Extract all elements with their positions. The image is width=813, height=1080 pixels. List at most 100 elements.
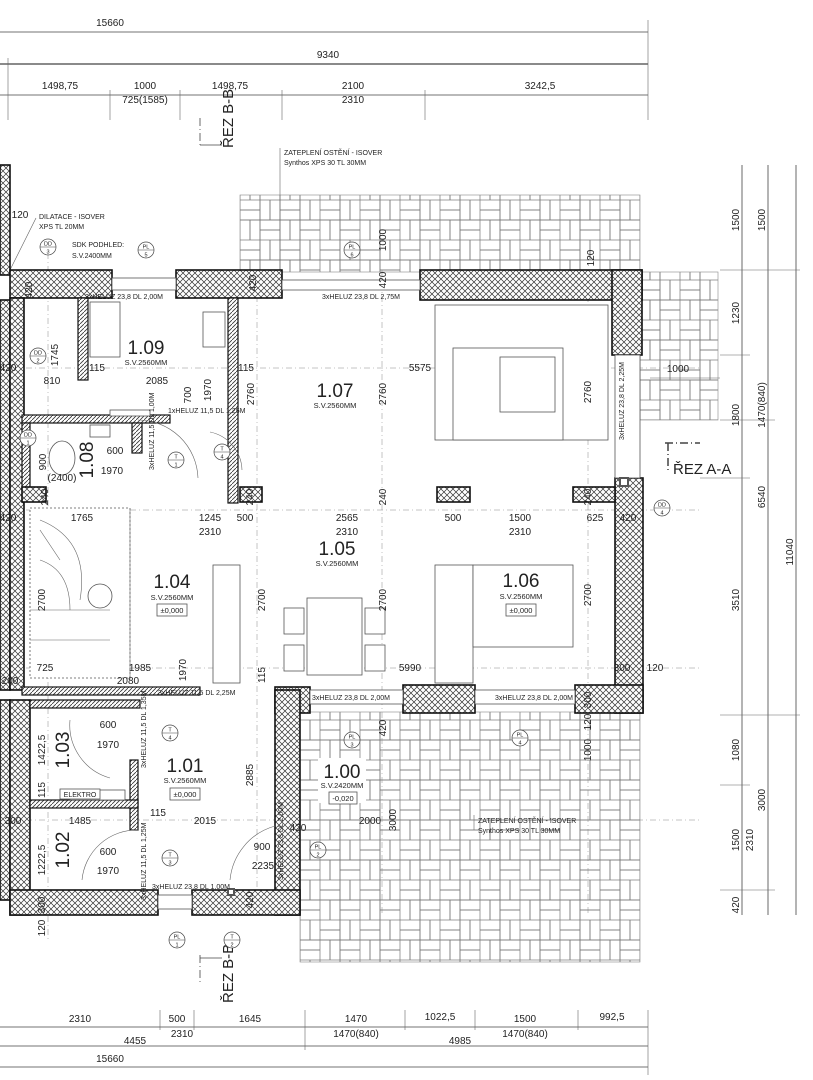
interior-walls <box>21 297 616 831</box>
dim-label: 2015 <box>194 816 217 827</box>
marker-top: PL <box>349 245 356 251</box>
room-height: S.V.2560MM <box>500 592 543 601</box>
dim-total-width: 15660 <box>96 1054 124 1065</box>
section-b-bottom: ŘEZ B-B <box>199 944 237 1003</box>
room-level: ±0,000 <box>510 606 533 615</box>
dim-label: 300 <box>614 663 631 674</box>
dim-label: 2000 <box>359 816 382 827</box>
dim-label: 2760 <box>583 380 594 403</box>
dim-label: 1970 <box>97 866 120 877</box>
dim-label: 900 <box>38 453 49 470</box>
dim-label: 11040 <box>785 538 796 566</box>
dim-label: 1500 <box>509 513 532 524</box>
neighbour-wall <box>0 699 11 901</box>
dim-label: 240 <box>40 488 51 505</box>
dimensions-top: 15660 9340 1498,75 1000 725(1585) 1498,7… <box>0 18 649 120</box>
dim-label: 1970 <box>101 466 124 477</box>
dim-label: 1230 <box>731 301 742 324</box>
note-text: Synthos XPS 30 TL 30MM <box>284 160 366 167</box>
marker-top: PL <box>174 935 181 941</box>
dim-label: 1500 <box>514 1014 537 1025</box>
dim-label: 420 <box>731 896 742 913</box>
dim-label: 1470(840) <box>757 382 768 428</box>
note-text: Synthos XPS 30 TL 30MM <box>478 828 560 835</box>
dim-label: 992,5 <box>599 1012 624 1023</box>
dim-label: 2310 <box>509 527 532 538</box>
dim-label: 420 <box>378 271 389 288</box>
marker-bottom: 4 <box>168 736 171 742</box>
dim-label: 1500 <box>731 208 742 231</box>
dim-label: 2085 <box>146 376 169 387</box>
marker-bottom: 4 <box>660 511 663 517</box>
marker-top: PL <box>517 733 524 739</box>
notes: ZATEPLENÍ OSTĚNÍ - ISOVER Synthos XPS 30… <box>9 148 576 835</box>
marker-bottom: 4 <box>220 455 223 461</box>
marker-top: T <box>168 728 172 734</box>
dim-label: 2080 <box>117 676 140 687</box>
section-label-b: ŘEZ B-B <box>220 89 237 148</box>
lintel-labels: 3xHELUZ 23,8 DL 2,00M 3xHELUZ 23,8 DL 2,… <box>85 294 626 900</box>
windows <box>111 277 641 910</box>
dim-label: 420 <box>248 274 259 291</box>
dim-label: 115 <box>89 363 105 374</box>
dim-label: 115 <box>238 363 254 374</box>
dim-label: 1222,5 <box>37 844 48 875</box>
dim-label: 200 <box>2 676 19 687</box>
dim-label: 5575 <box>409 363 432 374</box>
dimensions-right: 1500 1500 1230 1000 1800 1470(840) 6540 … <box>650 165 800 915</box>
marker-top: DD <box>34 351 42 357</box>
dim-label: 1745 <box>50 343 61 366</box>
dim-label: 500 <box>169 1014 186 1025</box>
dim-label: 2310 <box>342 95 365 106</box>
room-1-00: 1.00 S.V.2420MM -0,020 <box>318 758 366 805</box>
lintel-label: 3xHELUZ 11,5 DL 1,00M <box>149 392 156 470</box>
detail-marker: T4 <box>213 443 231 461</box>
room-1-01: 1.01 S.V.2560MM ±0,000 <box>164 756 206 801</box>
dim-label: 1970 <box>203 378 214 401</box>
room-height: S.V.2560MM <box>151 593 194 602</box>
dim-label: 2760 <box>246 382 257 405</box>
room-1-07: 1.07 S.V.2560MM <box>314 381 357 410</box>
dim-label: 1498,75 <box>42 81 79 92</box>
room-number: 1.08 <box>77 442 98 479</box>
room-number: 1.09 <box>128 338 165 359</box>
dim-label: 1000 <box>583 738 594 761</box>
dim-label: 2700 <box>257 588 268 611</box>
dim-label: 1245 <box>199 513 222 524</box>
lintel-label: 1xHELUZ 11,5 DL 1,25M <box>168 408 246 415</box>
dim-label: 115 <box>37 782 48 798</box>
room-number: 1.05 <box>319 539 356 560</box>
lintel-label: 3xHELUZ 23,8 DL 2,00M <box>312 695 390 702</box>
dim-label: 2100 <box>342 81 365 92</box>
room-number: 1.00 <box>324 762 361 783</box>
lintel-label: 3xHELUZ 23,8 DL 2,00M <box>495 695 573 702</box>
marker-bottom: 2 <box>230 943 233 949</box>
detail-marker: PL2 <box>309 841 327 859</box>
dim-label: 1765 <box>71 513 94 524</box>
dimensions-bottom: 2310 500 2310 1645 1470 1470(840) 1022,5… <box>0 1010 649 1075</box>
lintel-label: 3xHELUZ 23,8 DL 2,75M <box>322 294 400 301</box>
room-number: 1.03 <box>53 732 74 769</box>
dim-label: 725(1585) <box>122 95 168 106</box>
lintel-label: 3xHELUZ 11,5 DL 2,25M <box>158 690 236 697</box>
dim-label: 1000 <box>134 81 157 92</box>
marker-bottom: 6 <box>350 253 353 259</box>
detail-marker: PL1 <box>168 931 186 949</box>
section-label-b: ŘEZ B-B <box>220 944 237 1003</box>
dim-label: 2565 <box>336 513 359 524</box>
dim-label: 3000 <box>757 788 768 811</box>
note-text: ZATEPLENÍ OSTĚNÍ - ISOVER <box>478 816 576 825</box>
marker-bottom: 1 <box>26 441 29 447</box>
dim-label: 2885 <box>245 763 256 786</box>
dim-label: 625 <box>587 513 604 524</box>
dim-label: 1498,75 <box>212 81 249 92</box>
dim-label: 600 <box>100 847 117 858</box>
dim-label: 2310 <box>171 1029 194 1040</box>
dim-label: 120 <box>586 249 597 266</box>
room-number: 1.01 <box>167 756 204 777</box>
dim-label: 1080 <box>731 738 742 761</box>
dim-label: 2310 <box>745 828 756 851</box>
dim-label: 810 <box>44 376 61 387</box>
